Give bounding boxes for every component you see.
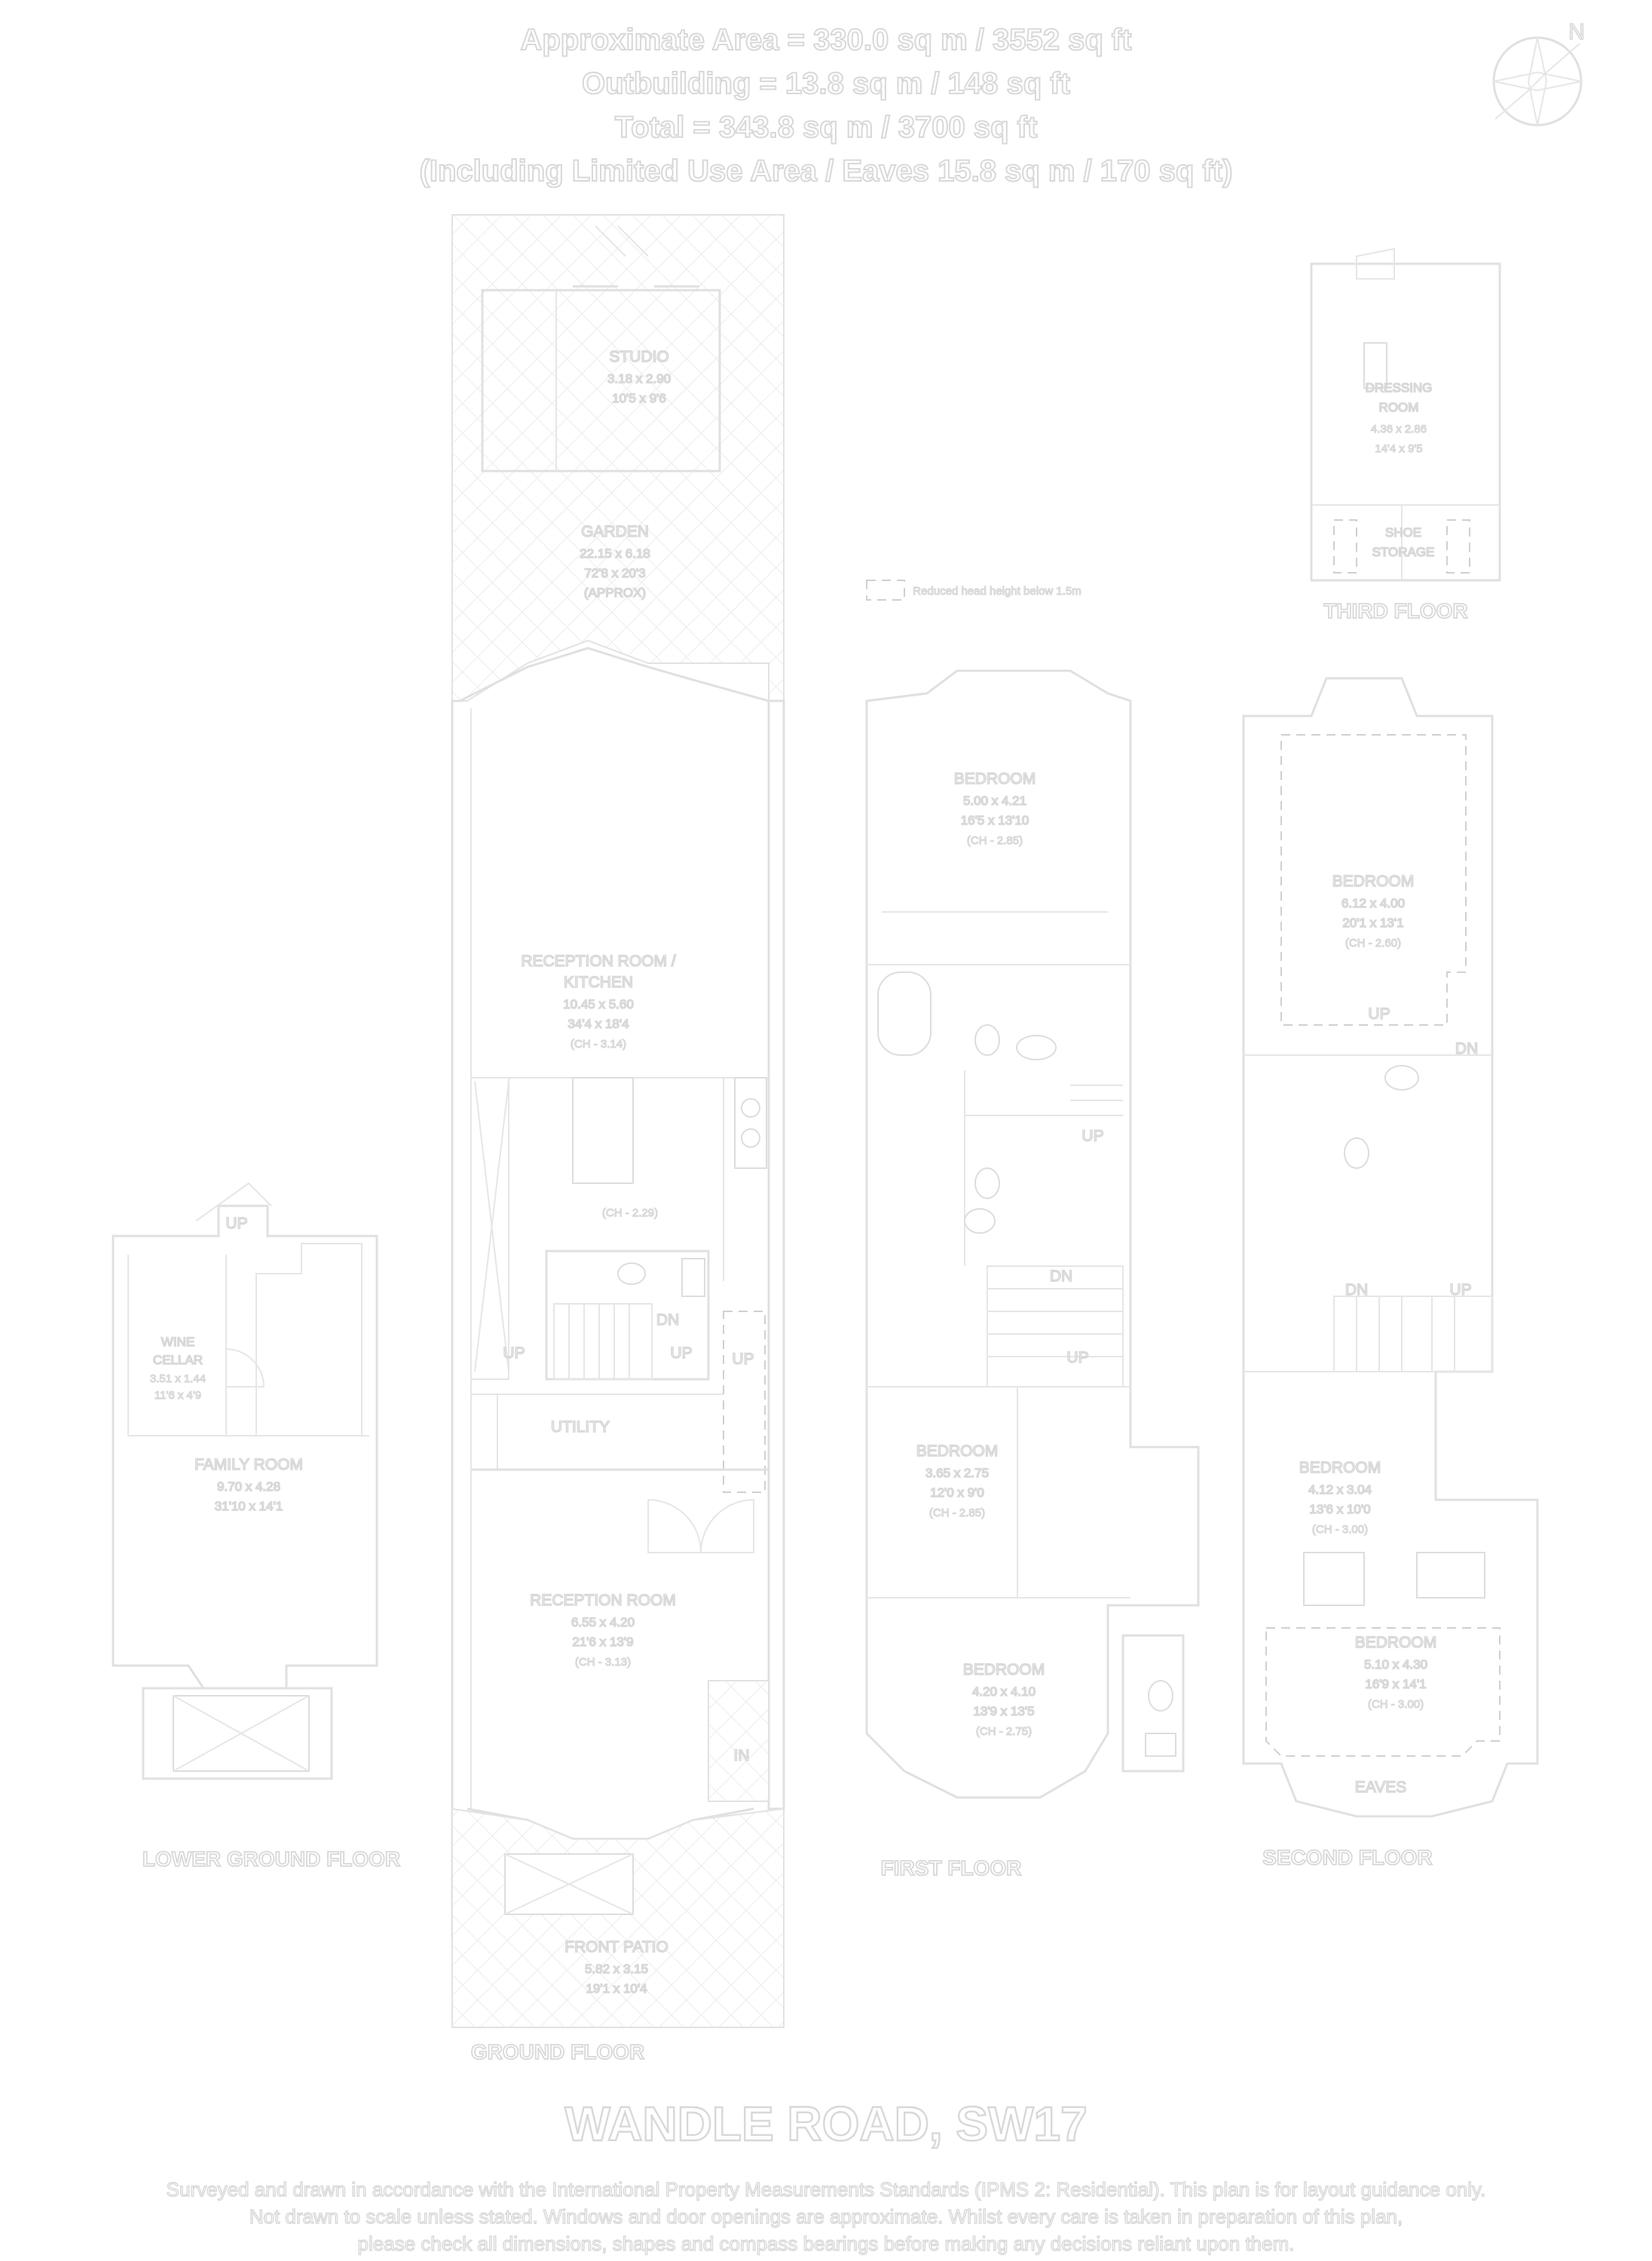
family-room-imperial: 31'10 x 14'1 bbox=[215, 1499, 283, 1513]
reception-room-label: RECEPTION ROOM bbox=[530, 1592, 676, 1609]
reception-kitchen-label: RECEPTION ROOM / bbox=[521, 953, 676, 970]
lower-ground-floor-plan: WINE CELLAR 3.51 x 1.44 11'6 x 4'9 FAMIL… bbox=[112, 1182, 401, 1871]
front-patio-imperial: 19'1 x 10'4 bbox=[586, 1981, 647, 1996]
second-bedroom-2-ch: (CH - 3.00) bbox=[1312, 1523, 1368, 1536]
reception-kitchen-label-2: KITCHEN bbox=[564, 974, 633, 991]
front-patio-label: FRONT PATIO bbox=[564, 1938, 668, 1956]
garden-note: (APPROX) bbox=[584, 586, 646, 600]
shoe-storage-label: SHOE bbox=[1385, 525, 1421, 540]
studio-metric: 3.18 x 2.90 bbox=[607, 372, 671, 386]
legend: Reduced head height below 1.5m bbox=[866, 580, 1081, 601]
first-bedroom-3-imperial: 13'9 x 13'5 bbox=[973, 1704, 1034, 1718]
garden-label: GARDEN bbox=[581, 523, 649, 540]
first-bedroom-1-imperial: 16'5 x 13'10 bbox=[961, 813, 1029, 828]
first-floor-label: FIRST FLOOR bbox=[881, 1856, 1022, 1880]
second-stairs-dn: DN bbox=[1455, 1040, 1478, 1057]
ground-stairs-up-2: UP bbox=[503, 1345, 525, 1362]
second-stairs-up-2: UP bbox=[1449, 1281, 1471, 1299]
wine-cellar-label: WINE bbox=[161, 1335, 194, 1349]
second-bedroom-2-metric: 4.12 x 3.04 bbox=[1308, 1482, 1372, 1497]
studio-label: STUDIO bbox=[609, 348, 668, 366]
second-bedroom-2-label: BEDROOM bbox=[1299, 1459, 1381, 1476]
second-floor-plan: BEDROOM 6.12 x 4.00 20'1 x 13'1 (CH - 2.… bbox=[1242, 677, 1539, 1870]
total-area-text: Total = 343.8 sq m / 3700 sq ft bbox=[615, 111, 1038, 144]
reception-kitchen-metric: 10.45 x 5.60 bbox=[563, 997, 634, 1011]
second-bedroom-1-imperial: 20'1 x 13'1 bbox=[1342, 916, 1403, 930]
front-patio-metric: 5.82 x 3.15 bbox=[585, 1962, 648, 1976]
reception-kitchen-ch: (CH - 3.14) bbox=[571, 1038, 626, 1051]
second-bedroom-3-metric: 5.10 x 4.30 bbox=[1364, 1657, 1427, 1672]
wine-cellar-imperial: 11'6 x 4'9 bbox=[154, 1389, 201, 1402]
reception-room-imperial: 21'6 x 13'9 bbox=[572, 1635, 633, 1649]
second-bedroom-1-label: BEDROOM bbox=[1332, 873, 1415, 890]
first-bedroom-3-label: BEDROOM bbox=[963, 1661, 1045, 1678]
outbuilding-area-text: Outbuilding = 13.8 sq m / 148 sq ft bbox=[582, 67, 1070, 100]
first-stairs-dn: DN bbox=[1050, 1268, 1072, 1285]
reception-kitchen-imperial: 34'4 x 18'4 bbox=[567, 1017, 629, 1031]
ground-floor-label: GROUND FLOOR bbox=[471, 2040, 644, 2064]
utility-label: UTILITY bbox=[551, 1418, 610, 1436]
second-floor-label: SECOND FLOOR bbox=[1262, 1846, 1433, 1869]
third-floor-label: THIRD FLOOR bbox=[1323, 599, 1467, 623]
first-bedroom-1-ch: (CH - 2.85) bbox=[967, 834, 1023, 847]
first-bedroom-2-imperial: 12'0 x 9'0 bbox=[930, 1485, 984, 1500]
compass-north-label: N bbox=[1568, 20, 1585, 44]
property-title: WANDLE ROAD, SW17 bbox=[564, 2097, 1087, 2151]
first-stairs-up: UP bbox=[1081, 1127, 1103, 1145]
second-bedroom-3-ch: (CH - 3.00) bbox=[1368, 1698, 1424, 1711]
first-bedroom-2-label: BEDROOM bbox=[916, 1443, 999, 1460]
reception-room-ch: (CH - 3.13) bbox=[575, 1656, 631, 1669]
dressing-room-label-2: ROOM bbox=[1379, 400, 1419, 415]
ground-stairs-dn: DN bbox=[656, 1311, 679, 1329]
garden-metric: 22.15 x 6.18 bbox=[580, 546, 650, 561]
disclaimer-line-2: Not drawn to scale unless stated. Window… bbox=[249, 2205, 1403, 2228]
first-bedroom-1-metric: 5.00 x 4.21 bbox=[963, 794, 1026, 808]
first-bedroom-2-metric: 3.65 x 2.75 bbox=[925, 1466, 989, 1480]
wine-cellar-label-2: CELLAR bbox=[153, 1353, 203, 1367]
first-bedroom-1-label: BEDROOM bbox=[954, 770, 1036, 788]
second-bedroom-3-imperial: 16'9 x 14'1 bbox=[1365, 1677, 1426, 1691]
shoe-storage-label-2: STORAGE bbox=[1372, 545, 1435, 559]
family-room-label: FAMILY ROOM bbox=[194, 1456, 303, 1473]
ground-stairs-up: UP bbox=[670, 1345, 692, 1362]
lower-stairs-up: UP bbox=[225, 1215, 247, 1232]
compass-icon: N bbox=[1492, 19, 1586, 127]
dressing-room-metric: 4.36 x 2.86 bbox=[1371, 423, 1427, 436]
first-bedroom-3-metric: 4.20 x 4.10 bbox=[972, 1684, 1036, 1699]
first-stairs-up-2: UP bbox=[1066, 1349, 1088, 1366]
kitchen-ch: (CH - 2.29) bbox=[602, 1207, 658, 1219]
disclaimer-line-1: Surveyed and drawn in accordance with th… bbox=[167, 2178, 1486, 2201]
lower-ground-floor-label: LOWER GROUND FLOOR bbox=[142, 1847, 400, 1871]
first-bedroom-3-ch: (CH - 2.75) bbox=[976, 1725, 1032, 1738]
ground-stairs-up-3: UP bbox=[732, 1351, 754, 1368]
second-bedroom-1-ch: (CH - 2.60) bbox=[1345, 937, 1401, 950]
garden-imperial: 72'8 x 20'3 bbox=[584, 566, 645, 580]
wine-cellar-metric: 3.51 x 1.44 bbox=[150, 1372, 206, 1385]
second-bedroom-1-metric: 6.12 x 4.00 bbox=[1341, 896, 1405, 910]
limited-use-area-text: (Including Limited Use Area / Eaves 15.8… bbox=[420, 155, 1233, 188]
approx-area-text: Approximate Area = 330.0 sq m / 3552 sq … bbox=[520, 23, 1131, 57]
first-bedroom-2-ch: (CH - 2.85) bbox=[929, 1507, 985, 1519]
disclaimer: Surveyed and drawn in accordance with th… bbox=[166, 2177, 1486, 2255]
disclaimer-line-3: please check all dimensions, shapes and … bbox=[358, 2232, 1295, 2255]
area-summary: Approximate Area = 330.0 sq m / 3552 sq … bbox=[419, 23, 1234, 188]
first-floor-plan: BEDROOM 5.00 x 4.21 16'5 x 13'10 (CH - 2… bbox=[865, 669, 1200, 1880]
second-bedroom-2-imperial: 13'6 x 10'0 bbox=[1309, 1502, 1370, 1516]
ground-entrance-in: IN bbox=[734, 1747, 750, 1764]
dressing-room-label: DRESSING bbox=[1366, 381, 1433, 395]
dressing-room-imperial: 14'4 x 9'5 bbox=[1375, 442, 1422, 455]
eaves-label: EAVES bbox=[1355, 1779, 1406, 1796]
reception-room-metric: 6.55 x 4.20 bbox=[571, 1615, 635, 1629]
second-bedroom-3-label: BEDROOM bbox=[1355, 1634, 1437, 1651]
second-stairs-dn-2: DN bbox=[1345, 1281, 1368, 1299]
family-room-metric: 9.70 x 4.28 bbox=[217, 1479, 280, 1494]
ground-floor-plan: STUDIO 3.18 x 2.90 10'5 x 9'6 GARDEN 22.… bbox=[451, 214, 785, 2064]
second-stairs-up: UP bbox=[1368, 1005, 1390, 1023]
third-floor-plan: DRESSING ROOM 4.36 x 2.86 14'4 x 9'5 SHO… bbox=[1310, 247, 1501, 623]
legend-label: Reduced head height below 1.5m bbox=[913, 585, 1081, 598]
studio-imperial: 10'5 x 9'6 bbox=[612, 391, 666, 405]
